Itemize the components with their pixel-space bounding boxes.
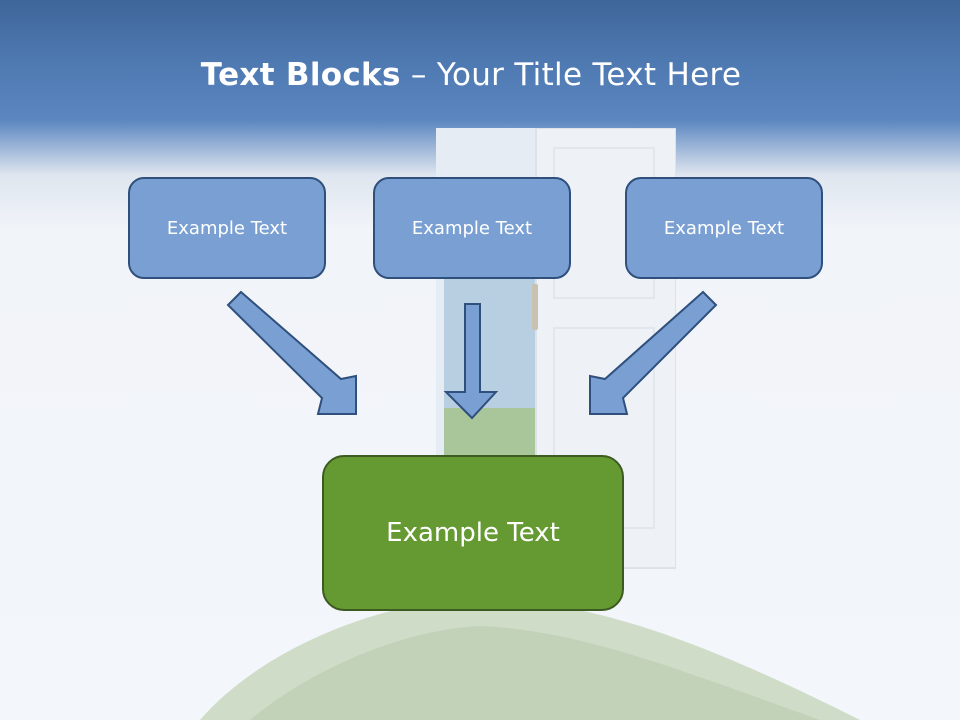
text-block-label: Example Text xyxy=(663,217,785,239)
arrow-left-diagonal xyxy=(226,290,357,415)
text-block-left[interactable]: Example Text xyxy=(128,177,326,279)
text-block-center[interactable]: Example Text xyxy=(373,177,571,279)
title-bold: Text Blocks xyxy=(200,57,401,93)
arrow-right-diagonal xyxy=(589,290,718,415)
text-block-label: Example Text xyxy=(166,217,288,239)
grass-hill-image xyxy=(200,598,860,720)
slide-title: Text Blocks – Your Title Text Here xyxy=(0,52,942,98)
title-dash: – xyxy=(400,57,437,93)
text-block-label: Example Text xyxy=(411,217,533,239)
text-block-right[interactable]: Example Text xyxy=(625,177,823,279)
main-text-block[interactable]: Example Text xyxy=(322,455,624,611)
title-rest: Your Title Text Here xyxy=(436,57,742,93)
arrow-center-down xyxy=(443,303,499,420)
main-text-block-label: Example Text xyxy=(386,518,560,548)
